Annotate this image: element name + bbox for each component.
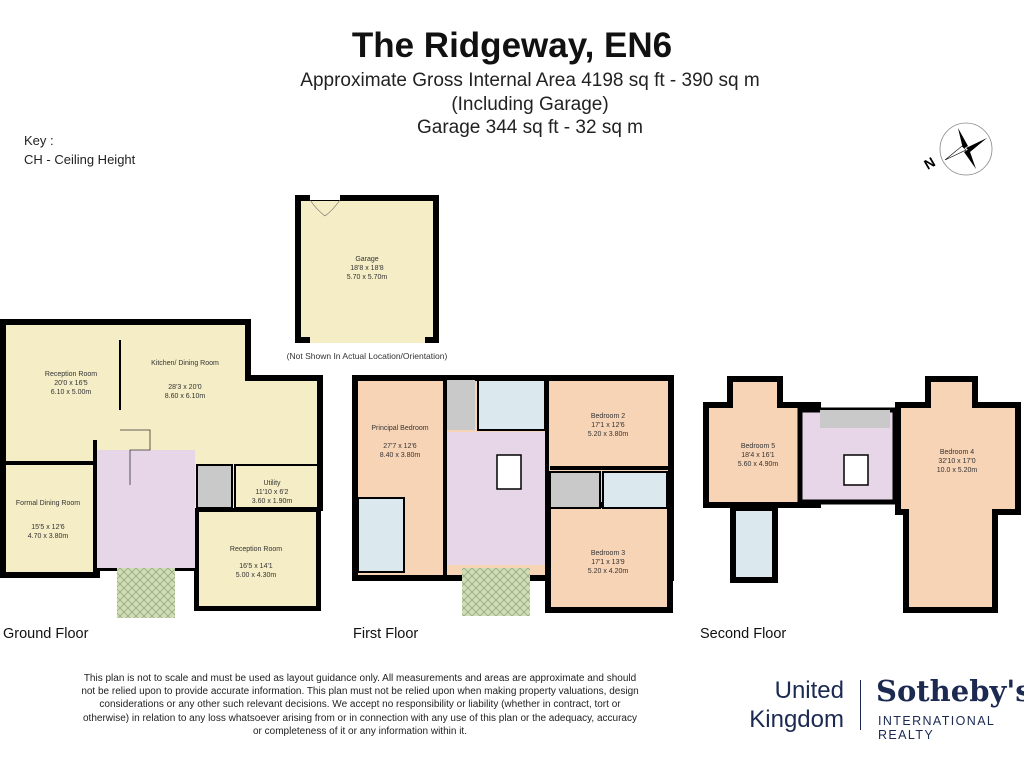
room-imperial: 28'3 x 20'0 (168, 384, 202, 391)
logo-kingdom: Kingdom (749, 706, 844, 733)
room-name: Bedroom 2 (591, 413, 625, 420)
room-name: Bedroom 5 (741, 443, 775, 450)
first-floor-plan: Principal Bedroom 27'7 x 12'6 8.40 x 3.8… (352, 375, 674, 616)
room-metric: 8.40 x 3.80m (380, 452, 421, 459)
room-name: Reception Room (45, 371, 97, 378)
room-metric: 5.00 x 4.30m (236, 572, 277, 579)
disclaimer: This plan is not to scale and must be us… (81, 673, 639, 737)
key-legend: Key : CH - Ceiling Height (24, 131, 135, 169)
room-imperial: 11'10 x 6'2 (256, 489, 289, 496)
including-garage: (Including Garage) (451, 94, 609, 115)
room-name: Reception Room (230, 546, 282, 553)
room-imperial: 20'0 x 16'5 (54, 380, 88, 387)
logo-divider (860, 680, 861, 730)
ground-floor-plan: Reception Room 20'0 x 16'5 6.10 x 5.00m … (0, 319, 323, 618)
room-name: Utility (263, 480, 281, 487)
logo-united: United (774, 677, 844, 704)
room-metric: 5.70 x 5.70m (347, 274, 388, 281)
room-imperial: 15'5 x 12'6 (31, 524, 65, 531)
room-metric: 5.20 x 3.80m (588, 431, 629, 438)
room-name: Kitchen/ Dining Room (151, 360, 219, 367)
room-imperial: 17'1 x 12'6 (591, 422, 625, 429)
first-floor-label: First Floor (353, 626, 419, 642)
compass-rose-icon: N (921, 122, 993, 176)
key-item: CH - Ceiling Height (24, 152, 136, 167)
garage-area: Garage 344 sq ft - 32 sq m (416, 117, 643, 138)
room-metric: 5.60 x 4.90m (738, 461, 779, 468)
page-title: The Ridgeway, EN6 (351, 26, 673, 65)
gross-area: Approximate Gross Internal Area 4198 sq … (300, 70, 760, 91)
room-imperial: 27'7 x 12'6 (383, 443, 417, 450)
room-metric: 3.60 x 1.90m (252, 498, 293, 505)
room-name: Bedroom 4 (940, 449, 974, 456)
room-imperial: 32'10 x 17'0 (938, 458, 975, 465)
brand-tagline: INTERNATIONAL REALTY (878, 714, 995, 742)
north-label: N (921, 154, 938, 173)
second-floor-plan: Bedroom 5 18'4 x 16'1 5.60 x 4.90m Bedro… (703, 376, 1021, 613)
garage-note: (Not Shown In Actual Location/Orientatio… (287, 351, 448, 361)
room-imperial: 17'1 x 13'9 (591, 559, 625, 566)
key-title: Key : (24, 133, 54, 148)
garage-plan: Garage 18'8 x 18'8 5.70 x 5.70m (Not Sho… (287, 194, 448, 361)
room-metric: 8.60 x 6.10m (165, 393, 206, 400)
brand-logo: Sotheby's (876, 674, 1024, 708)
room-imperial: 18'8 x 18'8 (350, 265, 384, 272)
room-metric: 10.0 x 5.20m (937, 467, 978, 474)
ground-floor-label: Ground Floor (3, 626, 89, 642)
second-floor-label: Second Floor (700, 626, 787, 642)
room-metric: 6.10 x 5.00m (51, 389, 92, 396)
room-imperial: 18'4 x 16'1 (741, 452, 775, 459)
room-name: Bedroom 3 (591, 550, 625, 557)
room-name: Principal Bedroom (371, 425, 428, 432)
room-imperial: 16'5 x 14'1 (239, 563, 273, 570)
room-name: Formal Dining Room (16, 500, 80, 507)
room-name: Garage (355, 256, 378, 263)
room-metric: 5.20 x 4.20m (588, 568, 629, 575)
logo-region: United Kingdom (736, 676, 844, 734)
room-metric: 4.70 x 3.80m (28, 533, 69, 540)
